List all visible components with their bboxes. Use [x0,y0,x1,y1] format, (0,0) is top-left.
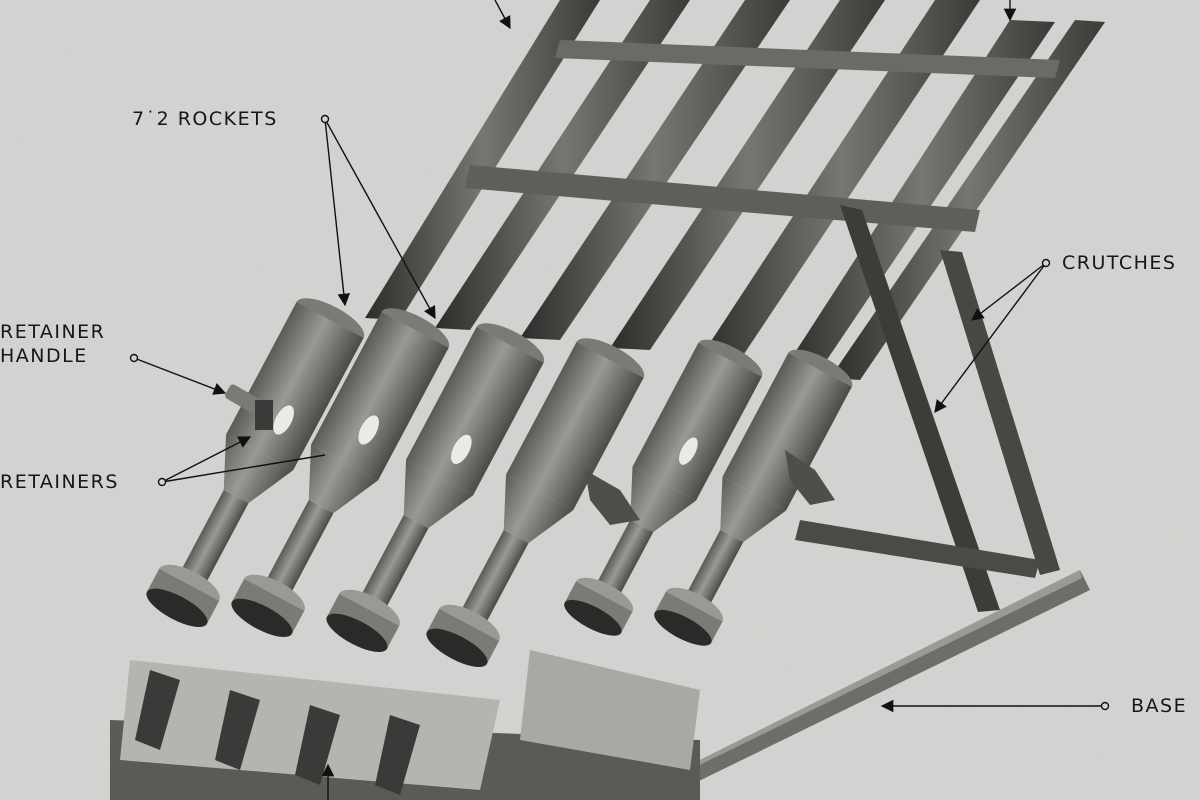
callout-lines [129,0,1110,800]
rocket-tails [120,650,700,795]
crutches [795,205,1060,612]
label-base: BASE [1131,695,1188,717]
label-retainer-handle: RETAINER HANDLE [0,320,105,368]
launcher-rails [365,0,1105,380]
label-retainer-handle-line1: RETAINER [0,321,106,343]
rockets [146,298,853,667]
label-retainer-handle-line2: HANDLE [0,345,88,367]
retainers [585,450,835,525]
label-retainers: RETAINERS [0,471,119,493]
label-7-2-rockets: 7˙2 ROCKETS [132,108,278,130]
label-crutches: CRUTCHES [1062,252,1177,274]
retainer-handle [225,384,273,430]
